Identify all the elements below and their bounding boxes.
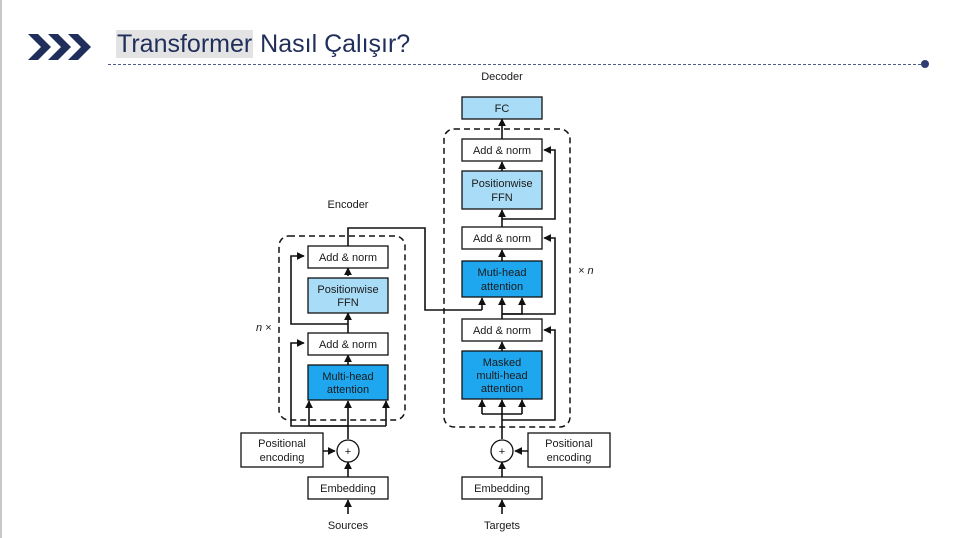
decoder-positional-encoding: Positional encoding (527, 432, 611, 468)
svg-text:encoding: encoding (260, 452, 305, 464)
svg-text:Embedding: Embedding (320, 483, 376, 495)
svg-text:Add & norm: Add & norm (473, 145, 531, 157)
decoder-repeat-label: × n (578, 265, 594, 277)
encoder-add-norm-bottom: Add & norm (307, 332, 389, 356)
slide-left-border (0, 0, 2, 538)
svg-text:attention: attention (481, 281, 523, 293)
encoder-add-norm-top: Add & norm (307, 245, 389, 269)
decoder-embedding: Embedding (461, 476, 543, 500)
svg-text:+: + (345, 446, 351, 458)
decoder-add-operator: + (490, 439, 514, 463)
title-highlight: Transformer (116, 30, 254, 58)
decoder-positionwise-ffn: Positionwise FFN (461, 170, 543, 210)
svg-text:Add & norm: Add & norm (473, 233, 531, 245)
decoder-add-norm-bottom: Add & norm (461, 318, 543, 342)
decoder-label: Decoder (481, 71, 523, 83)
svg-text:Add & norm: Add & norm (319, 339, 377, 351)
encoder-repeat-block (278, 235, 406, 421)
encoder-add-operator: + (336, 439, 360, 463)
triple-chevron-right-icon (28, 34, 91, 60)
encoder-label: Encoder (328, 199, 369, 211)
encoder-positionwise-ffn: Positionwise FFN (307, 277, 389, 314)
decoder-masked-multi-head-attention: Masked multi-head attention (461, 350, 543, 400)
decoder-fc: FC (461, 96, 543, 120)
svg-text:Positionwise: Positionwise (471, 178, 532, 190)
svg-text:encoding: encoding (547, 452, 592, 464)
encoder-repeat-label: n × (256, 322, 272, 334)
decoder-repeat-block (443, 128, 571, 428)
svg-text:Muti-head: Muti-head (478, 267, 527, 279)
svg-text:attention: attention (481, 383, 523, 395)
encoder-embedding: Embedding (307, 476, 389, 500)
svg-text:FFN: FFN (491, 192, 512, 204)
svg-text:+: + (499, 446, 505, 458)
encoder-multi-head-attention: Multi-head attention (307, 364, 389, 401)
svg-text:Embedding: Embedding (474, 483, 530, 495)
svg-text:multi-head: multi-head (476, 370, 527, 382)
title-divider (108, 64, 926, 65)
svg-text:attention: attention (327, 384, 369, 396)
svg-text:FFN: FFN (337, 297, 358, 309)
svg-text:Positional: Positional (258, 438, 306, 450)
encoder-positional-encoding: Positional encoding (240, 432, 324, 468)
decoder-add-norm-mid: Add & norm (461, 226, 543, 250)
title-rest: Nasıl Çalışır? (260, 30, 411, 58)
svg-text:Add & norm: Add & norm (319, 252, 377, 264)
svg-text:Positional: Positional (545, 438, 593, 450)
decoder-input-label: Targets (484, 520, 521, 532)
svg-text:FC: FC (495, 103, 510, 115)
svg-text:Positionwise: Positionwise (317, 284, 378, 296)
svg-text:Multi-head: Multi-head (322, 371, 373, 383)
svg-text:Add & norm: Add & norm (473, 325, 531, 337)
decoder-add-norm-top: Add & norm (461, 138, 543, 162)
encoder-input-label: Sources (328, 520, 369, 532)
divider-end-dot (921, 60, 929, 68)
svg-text:Masked: Masked (483, 357, 522, 369)
slide-title: Transformer Nasıl Çalışır? (116, 28, 410, 60)
decoder-multi-head-attention: Muti-head attention (461, 260, 543, 298)
